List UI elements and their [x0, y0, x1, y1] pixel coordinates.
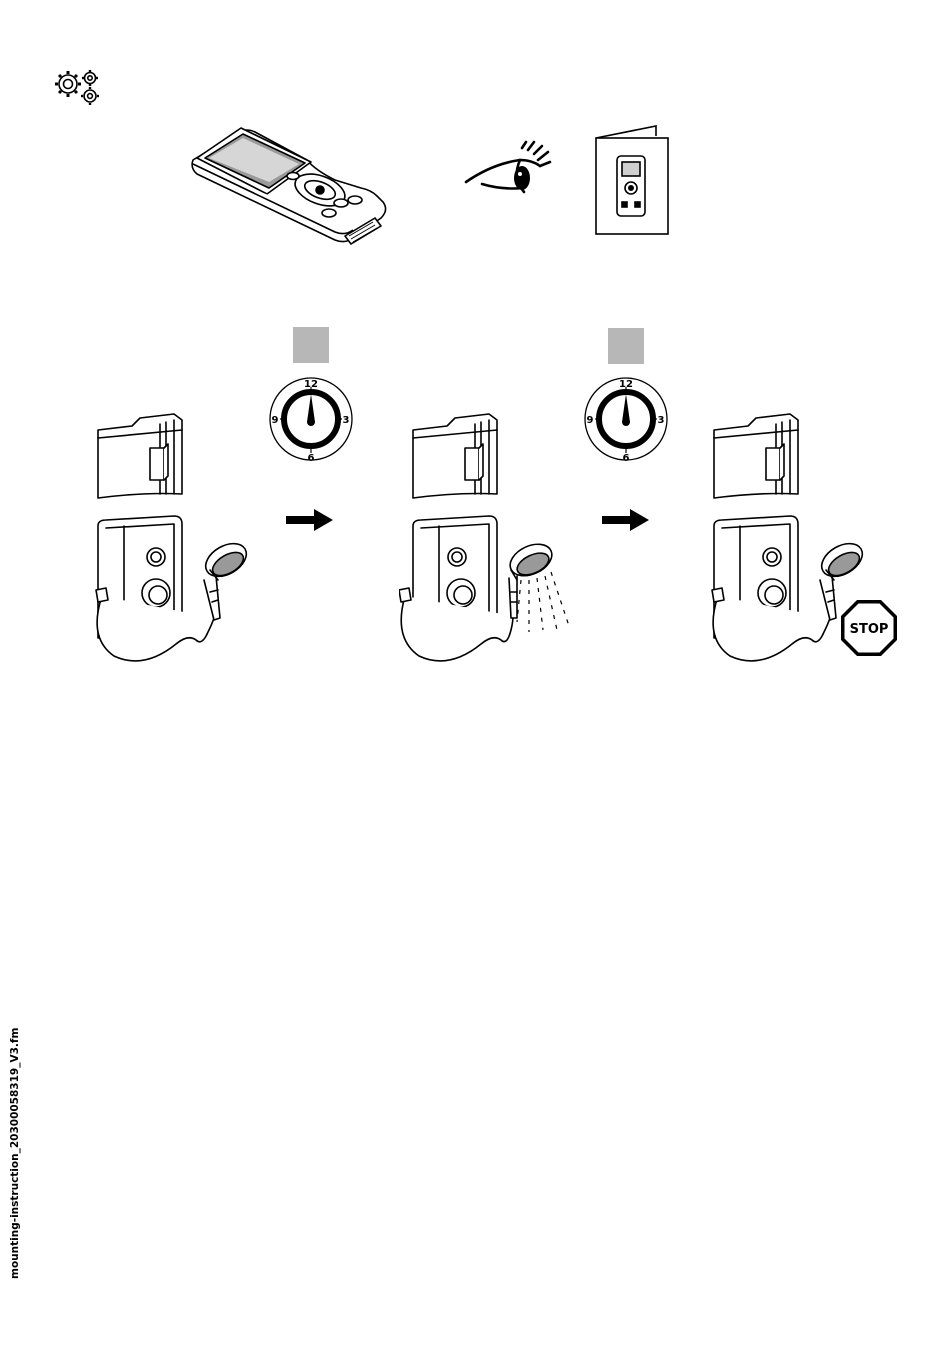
remote-control-device [185, 118, 395, 248]
stop-sign-icon: STOP [839, 598, 899, 658]
manual-booklet-icon [592, 122, 672, 237]
arrow-right-icon [602, 508, 650, 532]
step-marker-box-1 [293, 327, 329, 363]
arrow-right-icon [286, 508, 334, 532]
stop-sign-label: STOP [850, 622, 889, 637]
clock-label-3: 3 [343, 415, 350, 426]
step-marker-box-2 [608, 328, 644, 364]
shower-unit-running [399, 408, 579, 673]
clock-label-12: 12 [304, 379, 318, 390]
clock-label-9: 9 [272, 415, 279, 426]
clock-dial-2: 12 3 6 9 [583, 374, 669, 464]
clock-label-6: 6 [308, 453, 315, 464]
document-filename: mounting-instruction_20300058319_V3.fm [9, 1079, 23, 1279]
gears-icon [50, 65, 110, 110]
clock-dial-1: 12 3 6 9 [268, 374, 354, 464]
eye-icon [462, 138, 554, 200]
shower-unit-off [84, 408, 259, 673]
clock-label-6: 6 [623, 453, 630, 464]
clock-label-12: 12 [619, 379, 633, 390]
clock-label-9: 9 [587, 415, 594, 426]
clock-label-3: 3 [658, 415, 665, 426]
